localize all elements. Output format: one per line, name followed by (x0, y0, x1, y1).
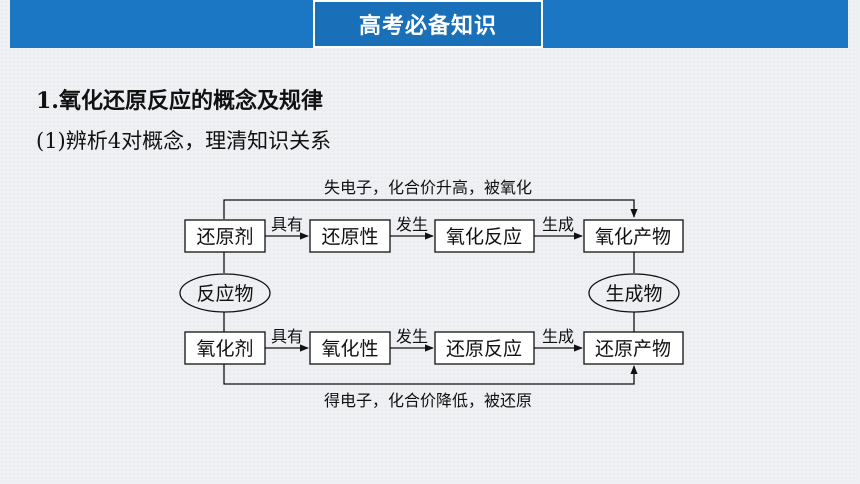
box-reduction-reaction-label: 还原反应 (446, 338, 522, 360)
box-oxidizability (309, 331, 391, 365)
link-r1-3: 生成 (542, 215, 574, 234)
box-reducing-agent-label: 还原剂 (196, 226, 253, 248)
reactant-label: 反应物 (196, 283, 253, 305)
box-reduction-product (583, 331, 684, 365)
box-oxidation-product-label: 氧化产物 (595, 226, 671, 248)
top-caption: 失电子，化合价升高，被氧化 (324, 178, 532, 197)
link-r2-2: 发生 (396, 327, 428, 346)
reactant-ellipse (179, 273, 271, 313)
header-stripe-right (543, 0, 848, 48)
header-bar: 高考必备知识 (10, 0, 848, 48)
box-reduction-reaction (434, 331, 535, 365)
section-heading: 1.氧化还原反应的概念及规律 (36, 88, 323, 114)
header-stripe-left (10, 0, 313, 48)
link-r2-3: 生成 (542, 327, 574, 346)
box-oxidizing-agent-label: 氧化剂 (196, 338, 253, 360)
box-oxidation-product (583, 219, 684, 253)
header-title: 高考必备知识 (313, 0, 543, 48)
box-oxidizability-label: 氧化性 (321, 338, 378, 360)
top-feedback-line (223, 199, 638, 219)
link-r1-1: 具有 (271, 215, 303, 234)
box-oxidation-reaction (434, 219, 535, 253)
box-reduction-product-label: 还原产物 (595, 338, 671, 360)
bottom-feedback-line (223, 364, 638, 385)
bottom-caption: 得电子，化合价降低，被还原 (324, 391, 532, 410)
link-r2-1: 具有 (271, 327, 303, 346)
box-oxidizing-agent (184, 331, 266, 365)
product-ellipse (588, 273, 680, 313)
link-r1-2: 发生 (396, 215, 428, 234)
box-reducibility-label: 还原性 (321, 226, 378, 248)
section-subheading: (1)辨析4对概念，理清知识关系 (36, 129, 332, 153)
product-label: 生成物 (605, 283, 662, 305)
box-oxidation-reaction-label: 氧化反应 (446, 226, 522, 248)
